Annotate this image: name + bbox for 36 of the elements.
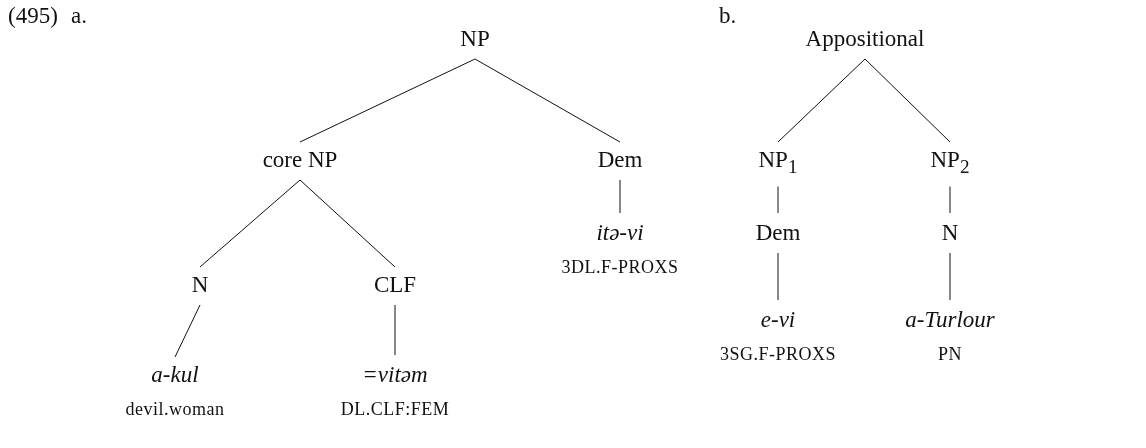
tree-node-label: Dem: [755, 219, 801, 247]
tree-branch: [299, 58, 476, 143]
tree-node-label: NP$_{1}$: [758, 146, 798, 179]
tree-node-label: CLF: [373, 271, 417, 299]
example-word: a-Turlour: [905, 306, 995, 334]
example-word: =vitəm: [361, 361, 429, 389]
gloss: PN: [937, 343, 963, 366]
tree-branch: [299, 179, 396, 268]
gloss: devil.woman: [125, 398, 225, 421]
tree-branch: [777, 186, 779, 214]
tree-node-label: N: [941, 219, 959, 247]
panel-letter: b.: [719, 2, 737, 30]
example-word: a-kul: [150, 361, 200, 389]
example-number: (495): [8, 2, 58, 30]
tree-branch: [777, 58, 866, 143]
gloss: 3DL.F-PROXS: [561, 256, 679, 279]
tree-branch: [474, 58, 621, 143]
tree-node-label: Appositional: [805, 25, 925, 53]
gloss: DL.CLF:FEM: [340, 398, 450, 421]
tree-node-label: N: [191, 271, 209, 299]
example-word: e-vi: [759, 306, 797, 334]
tree-node-label: NP: [460, 25, 490, 53]
tree-node-label: Dem: [597, 146, 643, 174]
tree-branch: [174, 304, 201, 358]
tree-branch: [864, 58, 951, 143]
tree-branch: [777, 252, 779, 301]
tree-node-label: core NP: [262, 146, 338, 174]
tree-branch: [619, 179, 621, 214]
tree-branch: [199, 179, 301, 268]
tree-node-label: NP$_{2}$: [930, 146, 970, 179]
example-word: itə-vi: [595, 219, 645, 247]
tree-branch: [949, 186, 951, 214]
tree-branch: [949, 252, 951, 301]
tree-branch: [394, 304, 396, 356]
panel-letter: a.: [71, 2, 87, 30]
gloss: 3SG.F-PROXS: [720, 343, 836, 366]
